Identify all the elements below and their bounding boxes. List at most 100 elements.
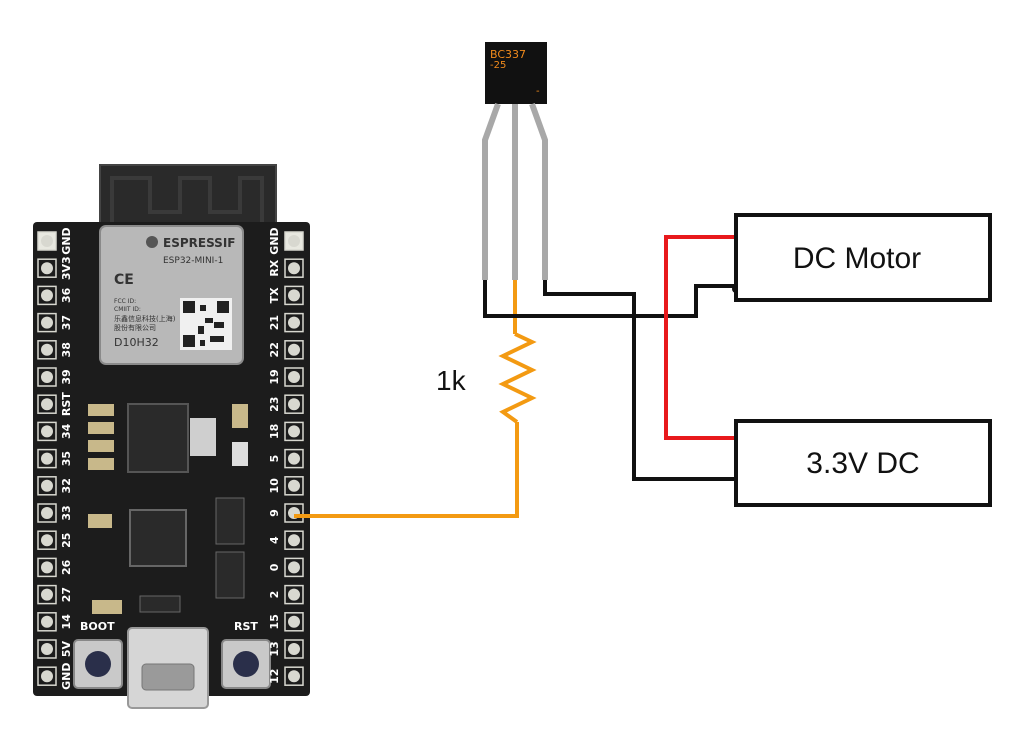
regulator-tab [190, 418, 216, 456]
left-pin-label: 33 [60, 505, 73, 520]
right-pin-label: 21 [268, 315, 281, 330]
transistor-marking-2: -25 [490, 60, 506, 71]
left-pin-label: 14 [60, 614, 73, 630]
component-c4 [88, 458, 114, 470]
left-pin-hole [41, 289, 53, 302]
component-c6 [232, 442, 248, 466]
right-pin-hole [288, 235, 300, 247]
left-pin-hole [41, 615, 53, 628]
left-pin-label: 34 [60, 423, 73, 439]
left-pin-label: GND [60, 663, 73, 690]
voltage-regulator [127, 403, 189, 473]
company-cn-1: 乐鑫信息科技(上海) [114, 314, 176, 323]
left-pin-label: RST [60, 392, 73, 416]
wire-emitter-to-supply [543, 280, 736, 481]
left-pin-hole [41, 452, 53, 465]
right-pin-label: TX [268, 287, 281, 304]
left-pin-hole [41, 398, 53, 411]
right-pin-label: 18 [268, 424, 281, 439]
right-pin-label: 0 [268, 563, 281, 571]
wire-supply-to-motor [664, 235, 736, 440]
right-pin-hole [288, 343, 300, 356]
right-pin-hole [288, 534, 300, 547]
left-pin-label: GND [60, 227, 73, 254]
right-pin-label: 10 [268, 478, 281, 494]
left-pin-label: 32 [60, 478, 73, 493]
boot-label: BOOT [80, 620, 115, 633]
rst-label: RST [234, 620, 258, 633]
component-c2 [88, 422, 114, 434]
right-pin-hole [288, 262, 300, 275]
right-pin-label: 19 [268, 369, 281, 384]
right-pin-label: RX [268, 259, 281, 276]
left-pin-hole [41, 507, 53, 519]
left-pin-hole [41, 343, 53, 356]
right-pin-hole [288, 452, 300, 465]
transistor-marking-1: BC337 [490, 48, 526, 61]
left-pin-hole [41, 534, 53, 547]
ce-mark: CE [114, 272, 134, 288]
company-cn-2: 股份有限公司 [114, 323, 156, 332]
left-pin-hole [41, 479, 53, 492]
left-pin-hole [41, 371, 53, 383]
right-pin-hole [288, 588, 300, 601]
right-pin-label: 12 [268, 669, 281, 684]
wire-gpio9-to-resistor [294, 422, 519, 518]
module-code: D10H32 [114, 336, 159, 349]
resistor-label: 1k [436, 365, 467, 396]
left-pin-hole [41, 670, 53, 683]
dc-motor-label: DC Motor [793, 242, 921, 275]
supply-frame [734, 419, 992, 507]
right-pin-label: 15 [268, 614, 281, 629]
right-pin-hole [288, 479, 300, 492]
left-pin-label: 5V [60, 640, 73, 657]
component-c11 [139, 595, 181, 613]
right-pin-hole [288, 670, 300, 683]
right-pin-hole [288, 615, 300, 628]
transistor-bc337: BC337 -25 - [482, 42, 548, 280]
left-pin-label: 36 [60, 287, 73, 303]
component-c8 [215, 497, 245, 545]
antenna-trace [110, 176, 264, 222]
fcc-id: FCC ID: [114, 298, 136, 305]
left-pin-hole [41, 643, 53, 655]
right-pin-label: 4 [268, 536, 281, 544]
usb-port-opening[interactable] [141, 663, 195, 691]
left-pin-label: 26 [60, 559, 73, 575]
right-pin-label: 9 [268, 509, 281, 517]
resistor-zigzag [498, 332, 537, 424]
right-pin-label: 22 [268, 342, 281, 357]
right-pin-label: 23 [268, 397, 281, 412]
right-pin-hole [288, 289, 300, 302]
supply-box: 3.3V DC [734, 419, 992, 507]
right-pin-label: 13 [268, 641, 281, 656]
transistor-emitter-leg [529, 102, 548, 280]
right-pin-label: GND [268, 227, 281, 254]
reset-button-cap[interactable] [233, 651, 259, 677]
right-pin-hole [288, 561, 300, 574]
right-pin-hole [288, 425, 300, 438]
left-pin-hole [41, 425, 53, 438]
left-pin-label: 35 [60, 451, 73, 466]
wire-collector-to-motor [483, 280, 736, 318]
right-pin-hole [288, 371, 300, 383]
antenna-area [99, 164, 277, 228]
transistor-body [485, 42, 547, 104]
boot-button-cap[interactable] [85, 651, 111, 677]
right-pin-label: 2 [268, 591, 281, 599]
transistor-collector-leg [482, 102, 501, 280]
left-pin-label: 25 [60, 533, 73, 548]
dc-motor-box: DC Motor [734, 213, 992, 302]
supply-label: 3.3V DC [806, 447, 919, 480]
usb-uart-chip [129, 509, 187, 567]
cmiit-id: CMIIT ID: [114, 306, 141, 313]
module-name: ESP32-MINI-1 [163, 256, 223, 266]
left-pin-label: 37 [60, 315, 73, 330]
left-pin-hole [41, 561, 53, 574]
esp32-board: ESPRESSIF ESP32-MINI-1 CE FCC ID: CMIIT … [33, 164, 310, 709]
component-c7 [88, 514, 112, 528]
left-pin-label: 38 [60, 342, 73, 357]
